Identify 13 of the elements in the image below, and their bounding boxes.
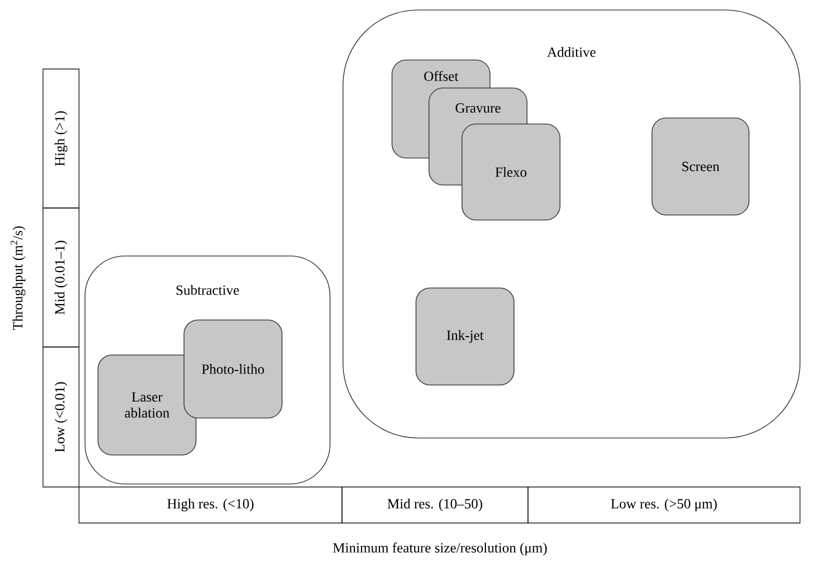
axis-title: Minimum feature size/resolution (μm) — [333, 542, 547, 556]
process-box: Ink-jet — [416, 288, 514, 386]
process-box: Screen — [652, 118, 750, 216]
process-box: Flexo — [462, 124, 560, 220]
process-box: Photo-litho — [184, 320, 282, 418]
axis-cell: Mid (0.01–1) — [42, 208, 80, 348]
axis-cell: Mid res. (10–50) — [342, 486, 528, 524]
axis-cell: High (>1) — [42, 68, 80, 208]
axis-cell: High res. (<10) — [78, 486, 342, 524]
process-box: Laser ablation — [98, 354, 196, 456]
axis-cell: Low res. (>50 μm) — [528, 486, 800, 524]
axis-cell: Low (<0.01) — [42, 346, 80, 488]
axis-title: Throughput (m$^{2}$/s) — [10, 226, 26, 330]
